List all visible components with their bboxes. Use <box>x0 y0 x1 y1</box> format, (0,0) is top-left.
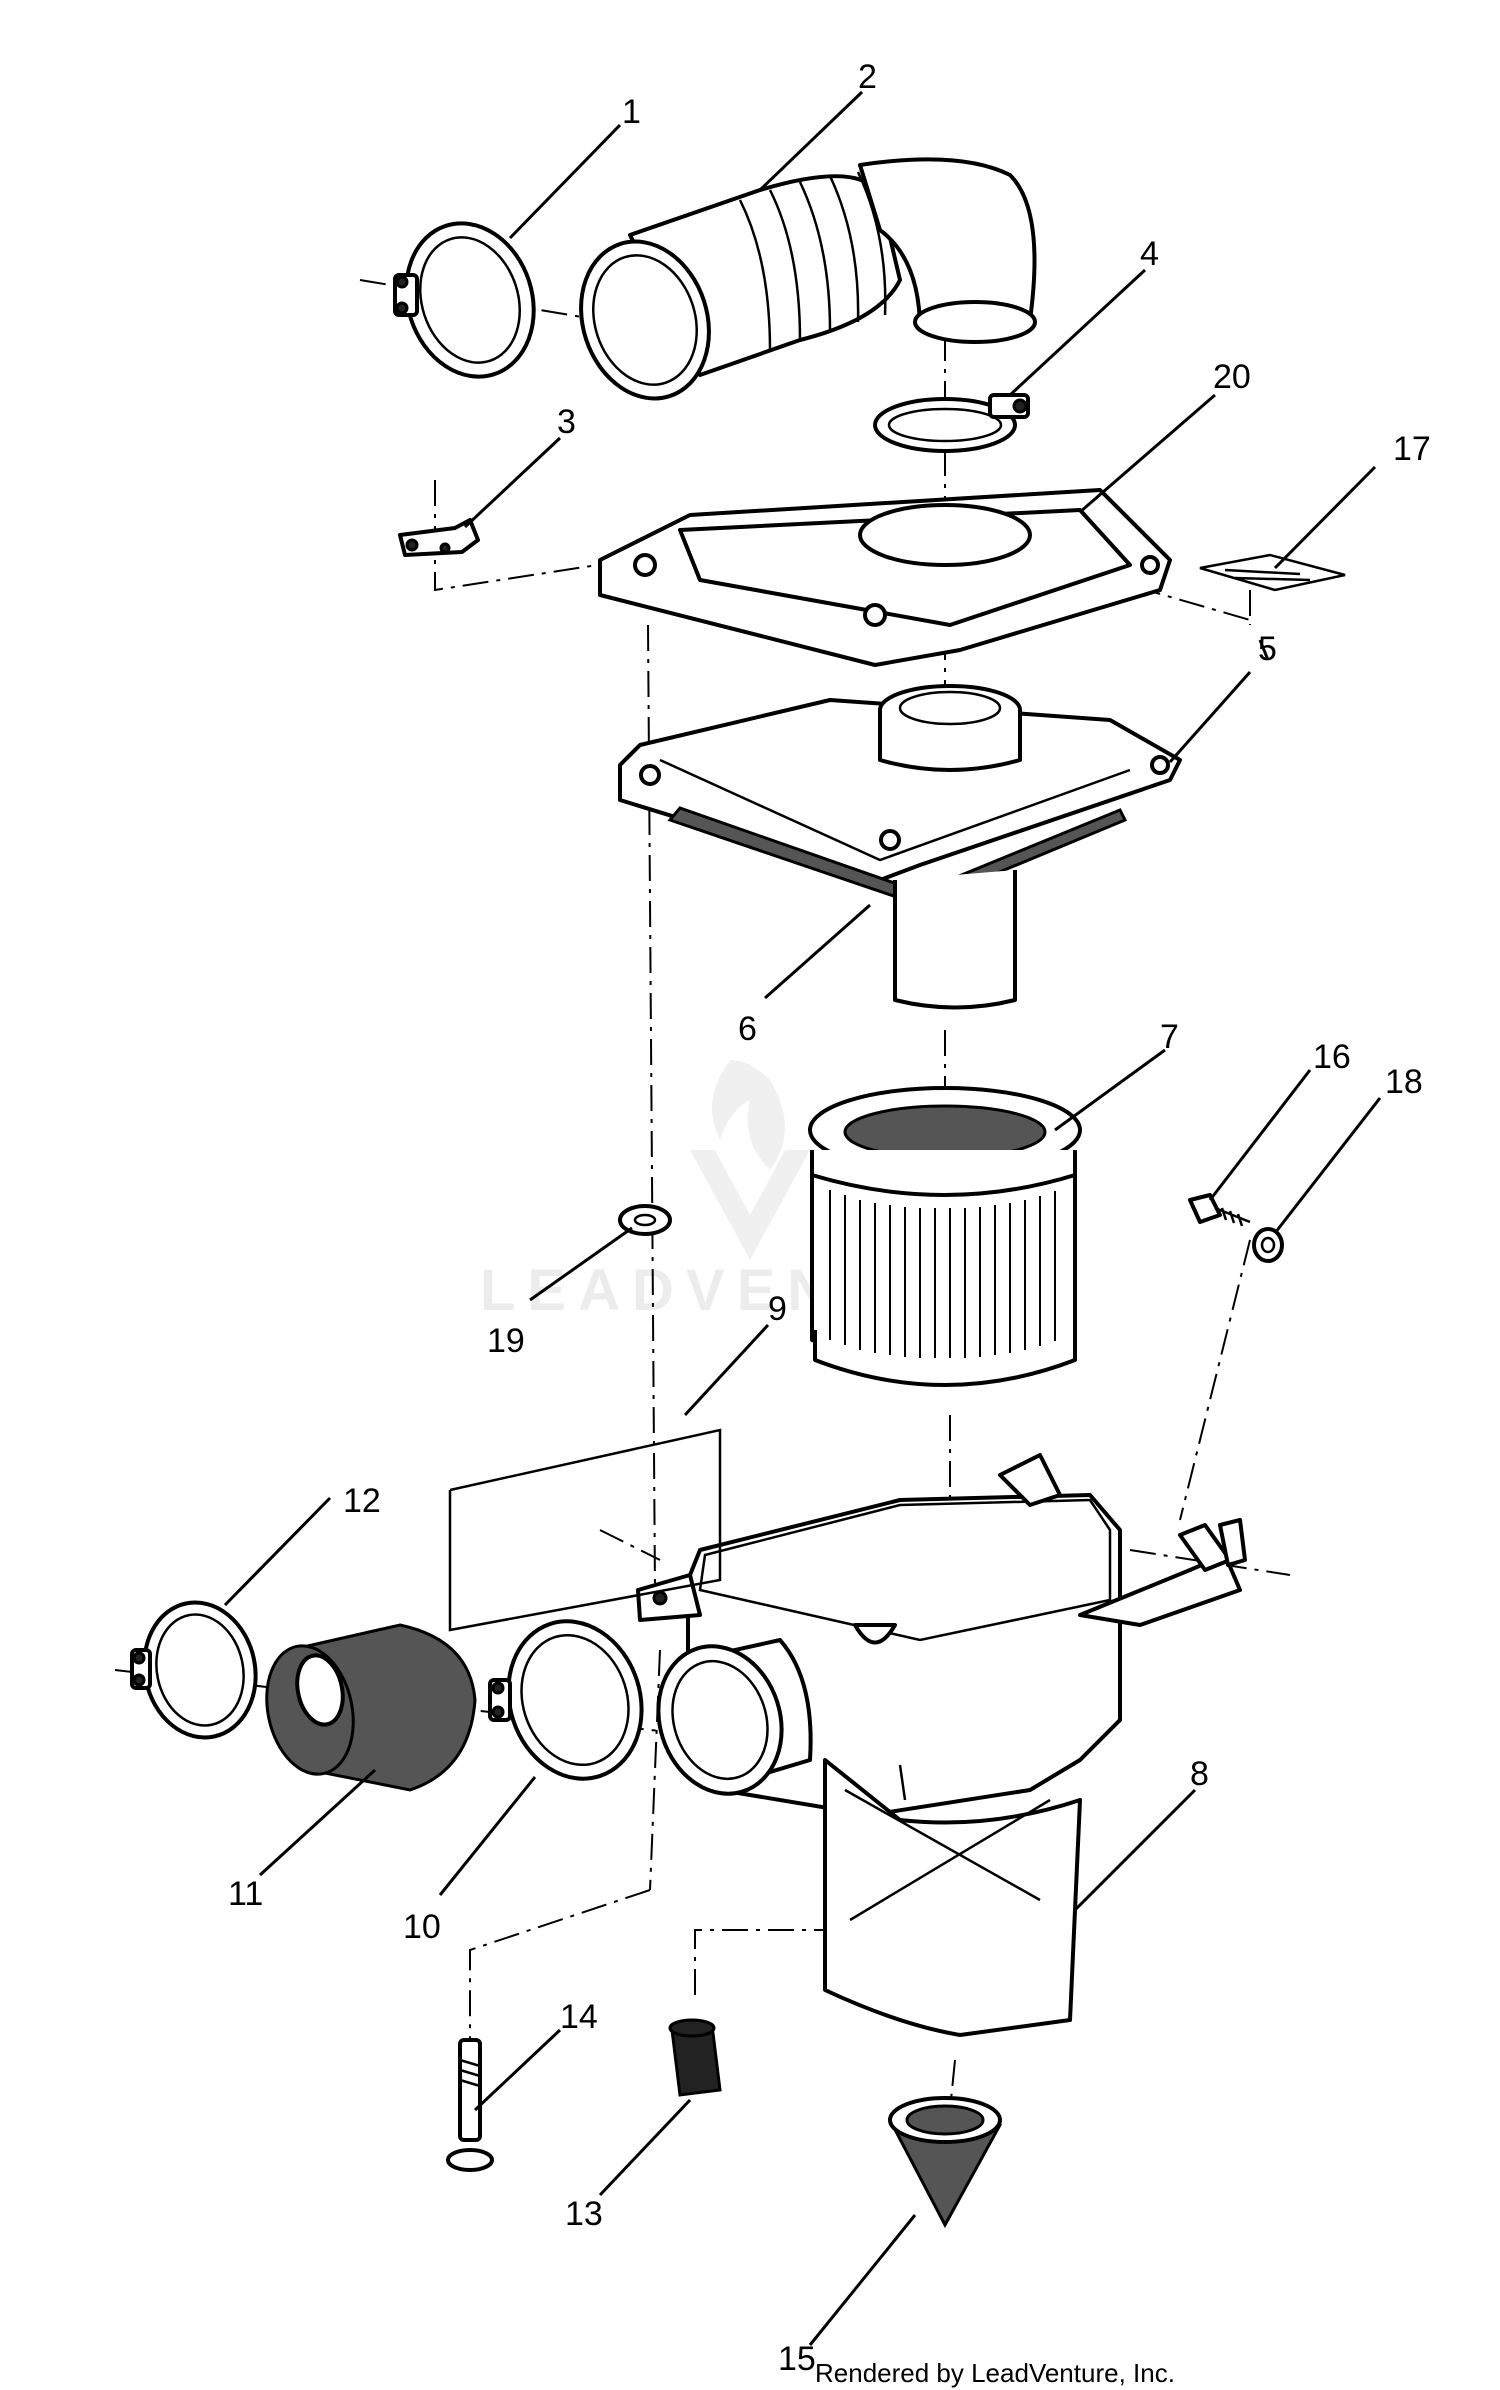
part-12-clamp <box>130 1600 258 1740</box>
callout-11: 11 <box>228 1875 263 1913</box>
part-13-plug <box>668 2018 722 2097</box>
callout-16: 16 <box>1313 1038 1351 1076</box>
part-14-bolt <box>446 2038 494 2172</box>
part-1-clamp <box>393 221 536 379</box>
part-3-bracket <box>398 518 480 557</box>
housing-intake-port <box>656 1638 813 1796</box>
callout-19: 19 <box>487 1322 525 1360</box>
callout-5-upper: 5 <box>1258 630 1277 668</box>
callout-7: 7 <box>1160 1018 1179 1056</box>
callout-8: 8 <box>1190 1755 1209 1793</box>
callout-4: 4 <box>1140 235 1159 273</box>
callout-13: 13 <box>565 2195 603 2233</box>
callout-6: 6 <box>738 1010 757 1048</box>
callout-18: 18 <box>1385 1063 1423 1101</box>
callout-3: 3 <box>557 403 576 441</box>
part-6-gasket <box>667 806 1128 1010</box>
part-9-outline <box>448 1428 722 1632</box>
callout-12: 12 <box>343 1482 381 1520</box>
callout-10: 10 <box>403 1908 441 1946</box>
callout-17: 17 <box>1393 430 1431 468</box>
callout-1: 1 <box>622 93 641 131</box>
part-19-washer <box>618 1204 672 1236</box>
callout-leaders <box>223 90 1382 2346</box>
footer-credit: Rendered by LeadVenture, Inc. <box>815 2358 1175 2388</box>
part-17-decal <box>1199 553 1346 592</box>
part-20-cover <box>598 488 1172 667</box>
part-18-washer <box>1252 1227 1284 1263</box>
callout-14: 14 <box>560 1998 598 2036</box>
part-7-filter <box>808 1086 1082 1387</box>
callout-labels: 1 2 3 4 5 5 6 7 8 9 10 11 12 13 14 15 16… <box>228 58 1431 2378</box>
part-4-clamp <box>873 393 1030 453</box>
part-5-lid <box>618 684 1182 882</box>
part-10-clamp <box>488 1619 644 1781</box>
callout-2: 2 <box>858 58 877 96</box>
callout-15: 15 <box>778 2340 816 2378</box>
part-15-valve <box>887 2096 1002 2229</box>
callout-9: 9 <box>768 1290 787 1328</box>
part-16-bolt <box>1188 1193 1251 1227</box>
part-2-intake-boot <box>579 157 1037 401</box>
part-11-coupler <box>265 1623 477 1792</box>
callout-20: 20 <box>1213 358 1251 396</box>
part-7-pleats <box>829 1190 1056 1358</box>
